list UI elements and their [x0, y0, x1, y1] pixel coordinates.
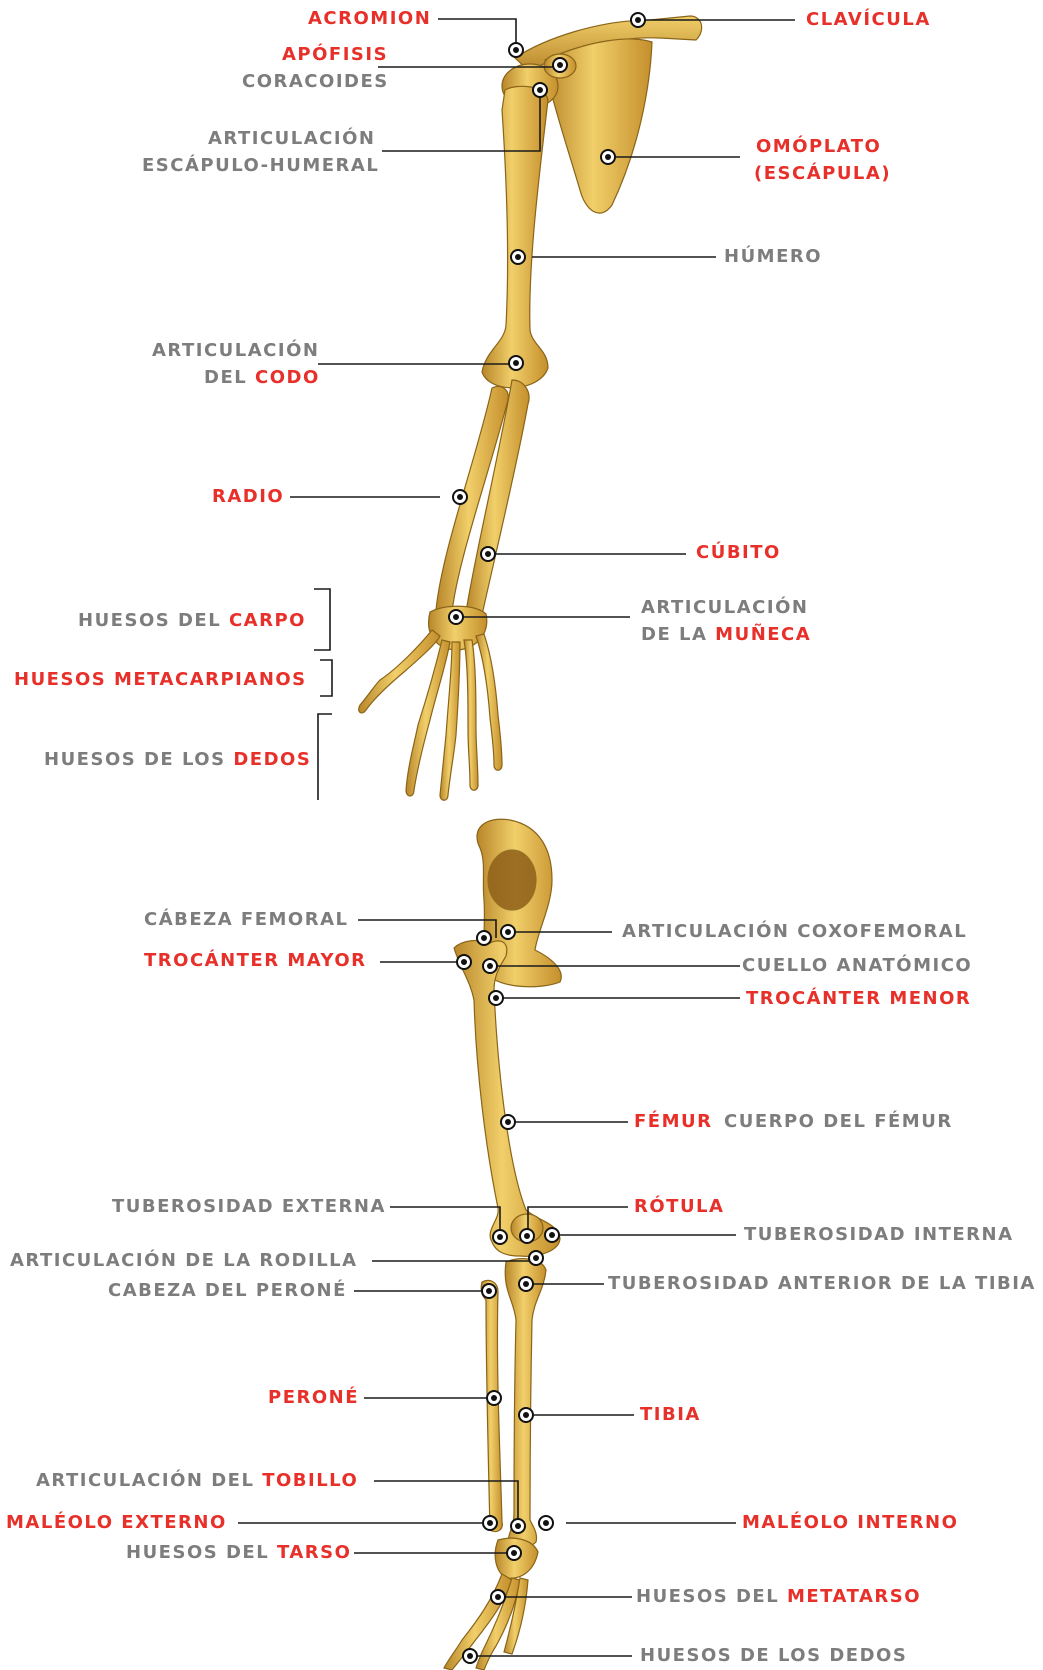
label-omoplato-2: (ESCÁPULA)	[754, 163, 891, 185]
label-cabeza-perone: CABEZA DEL PERONÉ	[108, 1280, 347, 1302]
label-tarso: HUESOS DEL TARSO	[126, 1542, 351, 1564]
label-metatarso-prefix: HUESOS DEL	[636, 1586, 787, 1607]
label-tobillo: ARTICULACIÓN DEL TOBILLO	[36, 1470, 358, 1492]
label-tobillo-word: TOBILLO	[262, 1470, 358, 1491]
label-omoplato-1: OMÓPLATO	[756, 136, 881, 158]
acromion-line	[438, 19, 516, 50]
label-metacarpianos: HUESOS METACARPIANOS	[14, 669, 307, 691]
label-muneca-1: ARTICULACIÓN	[641, 597, 808, 619]
label-tibia: TIBIA	[640, 1404, 701, 1426]
fibula-bone	[481, 1280, 502, 1531]
label-maleolo-interno: MALÉOLO INTERNO	[742, 1512, 958, 1534]
label-maleolo-externo: MALÉOLO EXTERNO	[6, 1512, 227, 1534]
label-cubito: CÚBITO	[696, 542, 781, 564]
tub-externa-line	[390, 1207, 500, 1232]
label-tarso-prefix: HUESOS DEL	[126, 1542, 277, 1563]
label-cuello-anatomico: CUELLO ANATÓMICO	[742, 955, 972, 977]
leg-bones	[444, 819, 561, 1670]
label-acromion: ACROMION	[308, 8, 431, 30]
label-cuerpo-femur: CUERPO DEL FÉMUR	[724, 1111, 953, 1133]
label-art-codo-2: DEL CODO	[204, 367, 320, 389]
label-clavicula: CLAVÍCULA	[806, 9, 931, 31]
label-radio: RADIO	[212, 486, 284, 508]
dedos-bracket	[318, 714, 332, 800]
label-rotula: RÓTULA	[634, 1196, 724, 1218]
label-dedos-pie: HUESOS DE LOS DEDOS	[640, 1645, 907, 1667]
label-tarso-word: TARSO	[277, 1542, 351, 1563]
label-carpo-word: CARPO	[229, 610, 306, 631]
arm-bones	[359, 16, 702, 800]
label-tuberosidad-interna: TUBEROSIDAD INTERNA	[744, 1224, 1014, 1246]
label-dedos-prefix: HUESOS DE LOS	[44, 749, 233, 770]
humerus-bone	[482, 86, 548, 387]
label-codo: CODO	[255, 367, 320, 388]
label-tuberosidad-anterior: TUBEROSIDAD ANTERIOR DE LA TIBIA	[608, 1273, 1036, 1295]
label-carpo: HUESOS DEL CARPO	[78, 610, 306, 632]
finger-bones	[359, 630, 502, 800]
label-muneca-2: DE LA MUÑECA	[641, 624, 811, 646]
carpo-bracket	[314, 589, 330, 650]
cabeza-femoral-line	[358, 920, 496, 938]
label-art-rodilla: ARTICULACIÓN DE LA RODILLA	[10, 1250, 358, 1272]
label-humero: HÚMERO	[724, 246, 822, 268]
label-dedos-word: DEDOS	[233, 749, 311, 770]
label-art-escapulo-2: ESCÁPULO-HUMERAL	[142, 155, 379, 177]
label-art-coxofemoral: ARTICULACIÓN COXOFEMORAL	[622, 921, 967, 943]
femur-bone	[454, 941, 560, 1257]
label-muneca-prefix: DE LA	[641, 624, 715, 645]
pelvis-socket	[488, 850, 536, 910]
metacarpo-bracket	[320, 660, 332, 696]
label-tobillo-prefix: ARTICULACIÓN DEL	[36, 1470, 262, 1491]
label-cabeza-femoral: CÁBEZA FEMORAL	[144, 909, 348, 931]
label-art-escapulo-1: ARTICULACIÓN	[208, 128, 375, 150]
label-apofisis: APÓFISIS	[282, 44, 388, 66]
label-dedos-mano: HUESOS DE LOS DEDOS	[44, 749, 311, 771]
label-carpo-prefix: HUESOS DEL	[78, 610, 229, 631]
label-tuberosidad-externa: TUBEROSIDAD EXTERNA	[112, 1196, 386, 1218]
label-metatarso: HUESOS DEL METATARSO	[636, 1586, 921, 1608]
label-art-codo-del: DEL	[204, 367, 255, 388]
label-trocanter-menor: TROCÁNTER MENOR	[746, 988, 971, 1010]
label-metatarso-word: METATARSO	[787, 1586, 921, 1607]
label-trocanter-mayor: TROCÁNTER MAYOR	[144, 950, 367, 972]
label-perone: PERONÉ	[268, 1387, 359, 1409]
label-muneca-word: MUÑECA	[715, 624, 811, 645]
label-art-codo-1: ARTICULACIÓN	[152, 340, 319, 362]
label-coracoides: CORACOIDES	[242, 71, 389, 93]
tibia-bone	[505, 1259, 546, 1548]
label-femur: FÉMUR	[634, 1111, 712, 1133]
